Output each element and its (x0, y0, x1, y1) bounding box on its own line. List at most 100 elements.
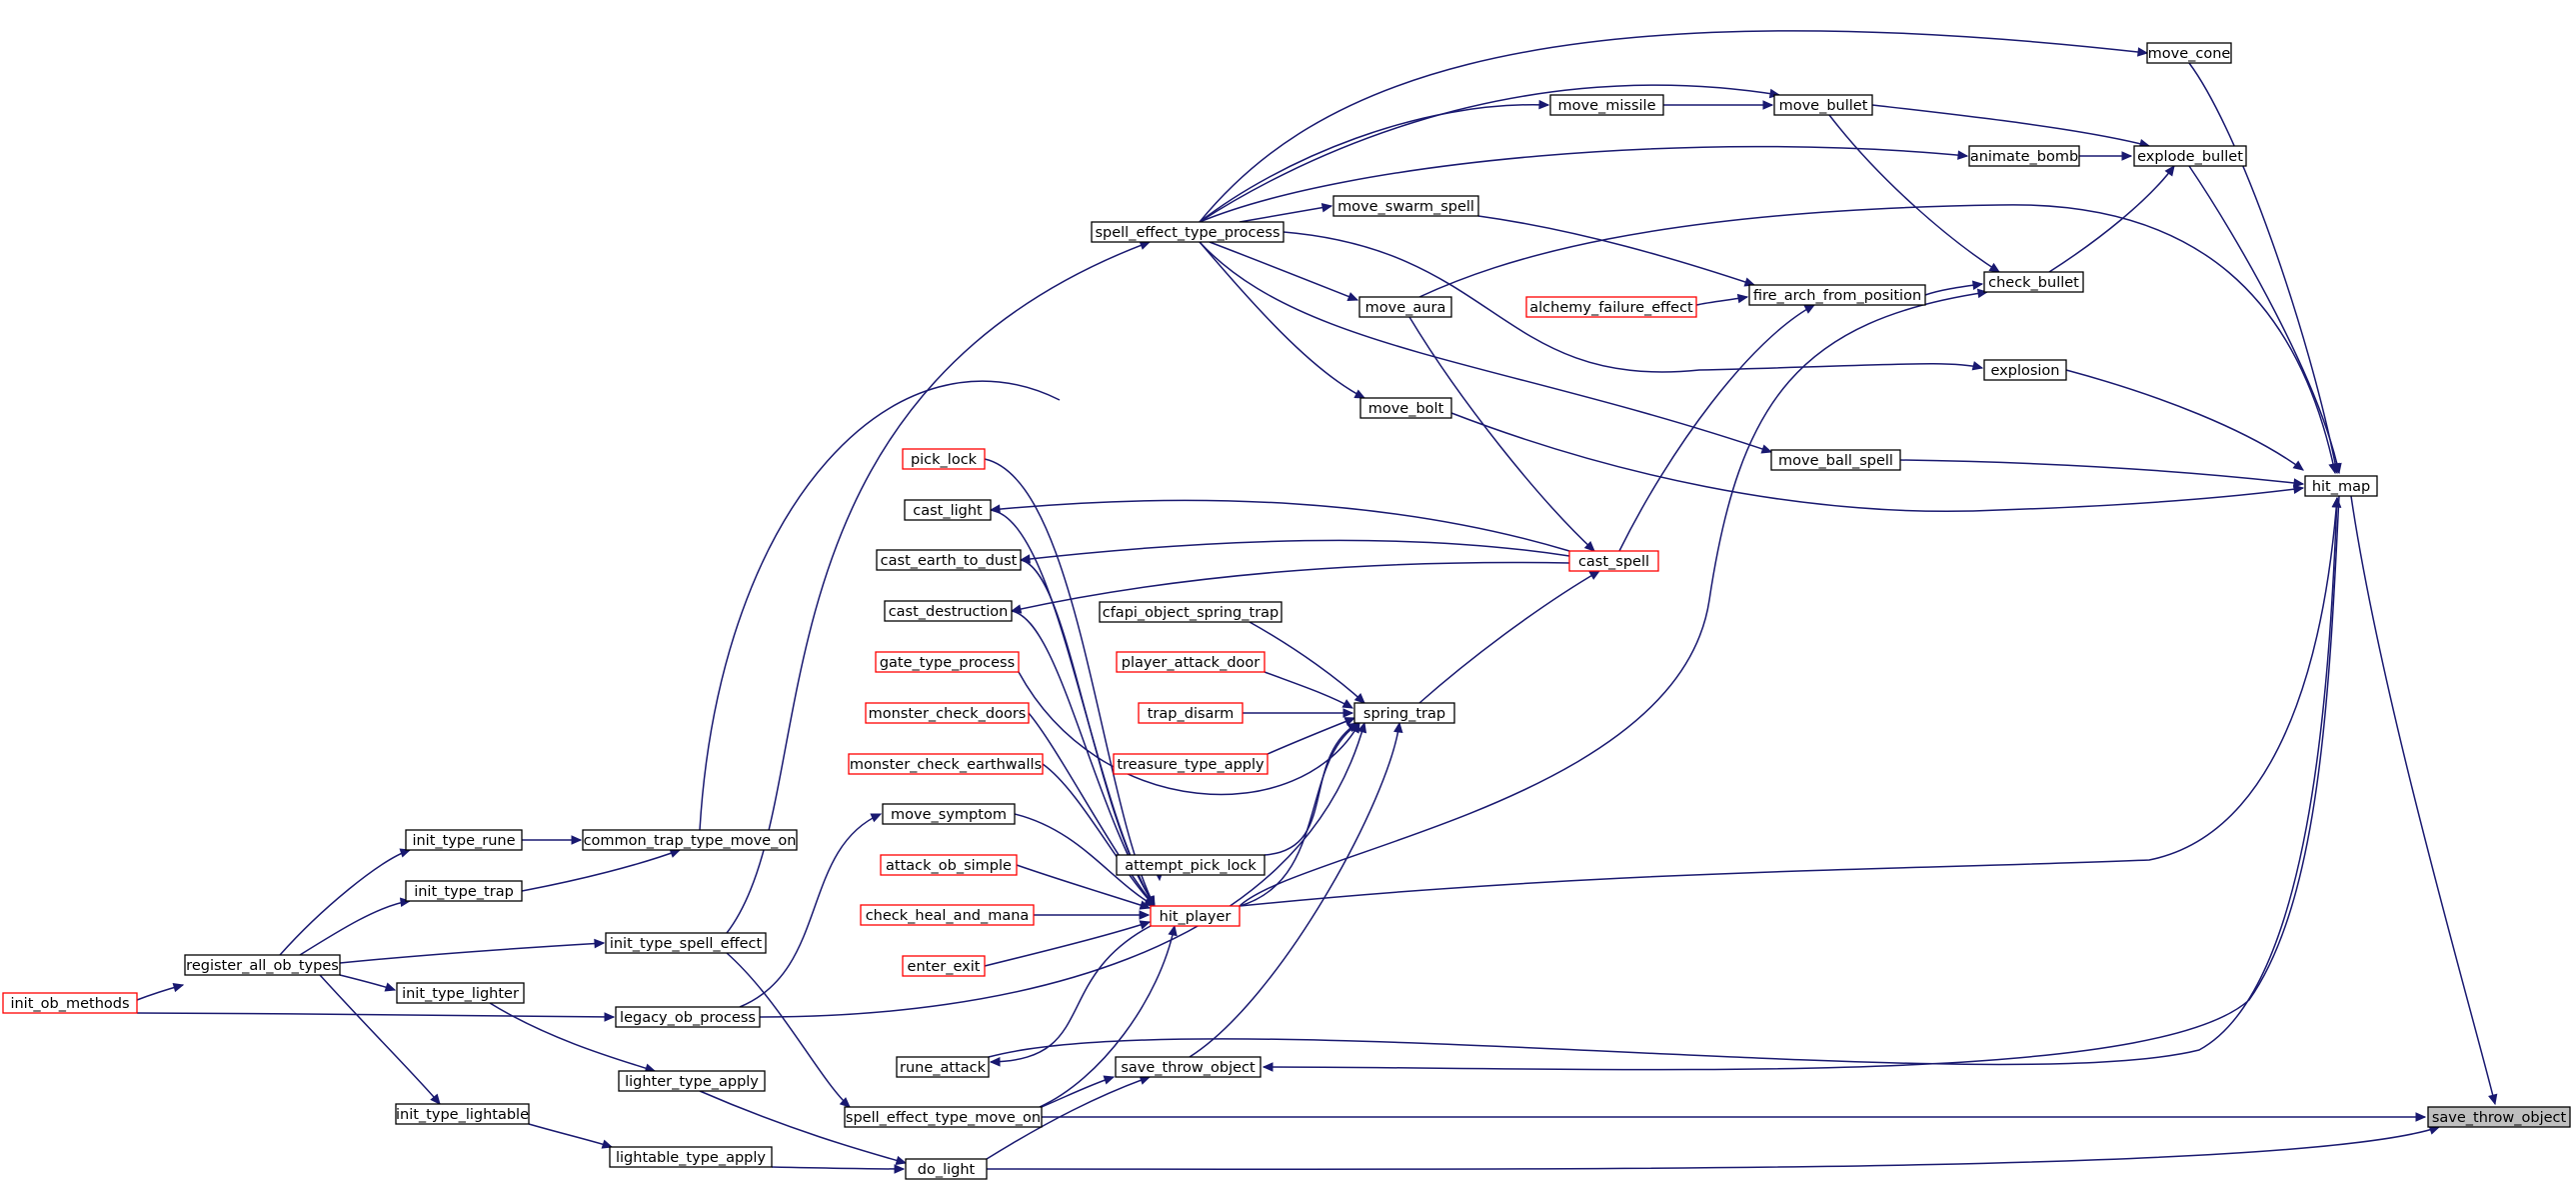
edge-line (528, 1123, 613, 1148)
node-save-throw-object[interactable]: save_throw_object (2427, 1106, 2571, 1128)
node-treasure-type-apply[interactable]: treasure_type_apply (1113, 753, 1269, 775)
node-monster-check-earthwalls[interactable]: monster_check_earthwalls (848, 753, 1044, 775)
node-trap-disarm[interactable]: trap_disarm (1138, 702, 1244, 724)
edge-animate_bomb-to-explode_bullet (2078, 151, 2133, 161)
node-init-ob-methods[interactable]: init_ob_methods (2, 992, 138, 1014)
edge-attack_ob_simple-to-hit_player (1016, 864, 1152, 910)
node-explode-bullet[interactable]: explode_bullet (2133, 145, 2247, 167)
node-move-swarm-spell[interactable]: move_swarm_spell (1332, 195, 1479, 217)
edge-spring_trap-to-cast_spell (1418, 570, 1601, 704)
node-cast-spell[interactable]: cast_spell (1568, 550, 1659, 572)
node-check-heal-and-mana[interactable]: check_heal_and_mana (860, 904, 1035, 926)
node-attack-ob-simple[interactable]: attack_ob_simple (880, 854, 1018, 876)
node-move-bullet[interactable]: move_bullet (1773, 94, 1873, 116)
edge-rune_attack-to-hit_map (988, 496, 2342, 1066)
node-fire-arch-from-position[interactable]: fire_arch_from_position (1748, 284, 1926, 306)
node-box (396, 982, 525, 1004)
node-do-light[interactable]: do_light (905, 1158, 988, 1180)
edge-line (2188, 165, 2340, 474)
node-box (1358, 296, 1452, 318)
arrowhead-icon (2328, 462, 2338, 475)
node-label: do_light (918, 1162, 976, 1178)
node-move-symptom[interactable]: move_symptom (882, 803, 1016, 825)
edge-line (984, 921, 1151, 967)
edge-cfapi_object_spring_trap-to-spring_trap (1249, 621, 1365, 704)
edge-line (1899, 459, 2304, 485)
arrowhead-icon (894, 1164, 906, 1174)
node-box (875, 651, 1020, 673)
node-move-ball-spell[interactable]: move_ball_spell (1770, 449, 1901, 471)
node-label: move_bolt (1368, 401, 1444, 417)
node-box (1099, 601, 1283, 623)
edge-line (988, 497, 2338, 1066)
node-alchemy-failure-effect[interactable]: alchemy_failure_effect (1525, 296, 1697, 318)
edge-line (1249, 621, 1365, 704)
node-init-type-lighter[interactable]: init_type_lighter (396, 982, 525, 1004)
edge-line (986, 1126, 2440, 1170)
arrowhead-icon (839, 1097, 851, 1108)
node-spell-effect-type-process[interactable]: spell_effect_type_process (1091, 221, 1285, 243)
node-spell-effect-type-move-on[interactable]: spell_effect_type_move_on (844, 1106, 1043, 1128)
node-enter-exit[interactable]: enter_exit (902, 955, 986, 977)
node-monster-check-doors[interactable]: monster_check_doors (865, 702, 1030, 724)
edge-hit_player-to-rune_attack (989, 925, 1152, 1067)
node-box (1150, 905, 1241, 927)
arrowhead-icon (172, 982, 185, 993)
node-pick-lock[interactable]: pick_lock (902, 448, 986, 470)
node-rune-attack[interactable]: rune_attack (896, 1056, 990, 1078)
node-hit-player[interactable]: hit_player (1150, 905, 1241, 927)
node-move-bolt[interactable]: move_bolt (1359, 397, 1452, 419)
edge-line (1264, 671, 1353, 709)
node-label: alchemy_failure_effect (1529, 300, 1693, 316)
edge-line (1264, 722, 1358, 856)
edge-save_throw_object_2-to-spring_trap (1189, 721, 1403, 1058)
node-spring-trap[interactable]: spring_trap (1353, 702, 1455, 724)
edge-alchemy_failure_effect-to-fire_arch_from_position (1695, 293, 1749, 306)
edge-cast_spell-to-fire_arch_from_position (1618, 304, 1816, 552)
node-save-throw-object-2[interactable]: save_throw_object (1115, 1056, 1262, 1078)
node-label: spell_effect_type_move_on (846, 1110, 1041, 1126)
edge-enter_exit-to-hit_player (984, 920, 1152, 967)
node-move-aura[interactable]: move_aura (1358, 296, 1452, 318)
node-cast-earth-to-dust[interactable]: cast_earth_to_dust (876, 549, 1022, 571)
node-box (582, 829, 798, 851)
edge-cast_spell-to-cast_light (989, 499, 1570, 552)
edge-spell_effect_type_process-to-move_missile (1199, 99, 1550, 223)
node-cast-destruction[interactable]: cast_destruction (884, 600, 1013, 622)
node-legacy-ob-process[interactable]: legacy_ob_process (615, 1006, 761, 1028)
arrowhead-icon (1342, 708, 1354, 718)
edge-move_cone-to-hit_map (2188, 62, 2340, 475)
node-init-type-spell-effect[interactable]: init_type_spell_effect (605, 932, 767, 954)
edge-line (1039, 925, 1176, 1108)
node-move-missile[interactable]: move_missile (1549, 94, 1664, 116)
node-lightable-type-apply[interactable]: lightable_type_apply (609, 1146, 773, 1168)
node-common-trap-type-move-on[interactable]: common_trap_type_move_on (582, 829, 798, 851)
node-init-type-rune[interactable]: init_type_rune (405, 829, 523, 851)
node-lighter-type-apply[interactable]: lighter_type_apply (618, 1070, 766, 1092)
node-player-attack-door[interactable]: player_attack_door (1116, 651, 1266, 673)
node-box (1983, 271, 2084, 293)
node-move-cone[interactable]: move_cone (2146, 42, 2232, 64)
node-animate-bomb[interactable]: animate_bomb (1968, 145, 2080, 167)
edge-line (984, 458, 1156, 907)
arrowhead-icon (1348, 722, 1361, 733)
node-init-type-lightable[interactable]: init_type_lightable (395, 1103, 530, 1125)
node-init-type-trap[interactable]: init_type_trap (405, 880, 523, 902)
node-cfapi-object-spring-trap[interactable]: cfapi_object_spring_trap (1099, 601, 1283, 623)
edge-init_type_lightable-to-lightable_type_apply (528, 1123, 614, 1149)
node-hit-map[interactable]: hit_map (2304, 475, 2378, 497)
node-label: lightable_type_apply (616, 1150, 766, 1166)
node-box (618, 1070, 766, 1092)
arrowhead-icon (2164, 165, 2175, 177)
arrowhead-icon (1139, 920, 1152, 930)
node-explosion[interactable]: explosion (1983, 359, 2067, 381)
arrowhead-icon (870, 813, 883, 823)
node-label: lighter_type_apply (625, 1074, 759, 1090)
node-attempt-pick-lock[interactable]: attempt_pick_lock (1116, 854, 1266, 876)
node-gate-type-process[interactable]: gate_type_process (875, 651, 1020, 673)
node-cast-light[interactable]: cast_light (904, 499, 992, 521)
arrowhead-icon (2121, 151, 2133, 161)
edge-spell_effect_type_process-to-move_aura (1209, 241, 1359, 301)
node-check-bullet[interactable]: check_bullet (1983, 271, 2084, 293)
node-register-all-ob-types[interactable]: register_all_ob_types (184, 954, 341, 976)
